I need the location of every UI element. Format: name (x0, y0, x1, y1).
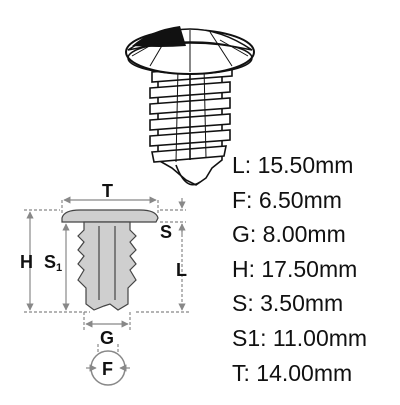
spec-s1: S1: 11.00mm (232, 324, 368, 351)
dim-label-s: S (160, 222, 172, 242)
dim-label-s1-letter: S (44, 252, 56, 272)
rivet-3d-illustration (125, 26, 255, 186)
spec-list: L: 15.50mm F: 6.50mm G: 8.00mm H: 17.50m… (232, 148, 400, 390)
dim-label-f: F (102, 359, 113, 379)
dim-label-s1-sub: 1 (56, 262, 62, 274)
dim-label-l: L (176, 260, 187, 280)
dimension-lines (24, 196, 190, 370)
spec-s: S: 3.50mm (232, 290, 344, 317)
rivet-head (125, 26, 255, 75)
dim-label-g: G (100, 328, 114, 348)
dim-label-t: T (102, 181, 113, 201)
spec-t: T: 14.00mm (232, 359, 353, 386)
rivet-stem (149, 61, 233, 186)
spec-f: F: 6.50mm (232, 186, 342, 213)
dim-label-h: H (20, 252, 33, 272)
dim-label-s1: S1 (44, 252, 62, 274)
spec-l: L: 15.50mm (232, 152, 354, 178)
spec-h: H: 17.50mm (232, 255, 358, 282)
dimension-drawing: T H S1 S L G F (20, 181, 190, 386)
clip-section (61, 209, 159, 311)
spec-g: G: 8.00mm (232, 221, 346, 248)
